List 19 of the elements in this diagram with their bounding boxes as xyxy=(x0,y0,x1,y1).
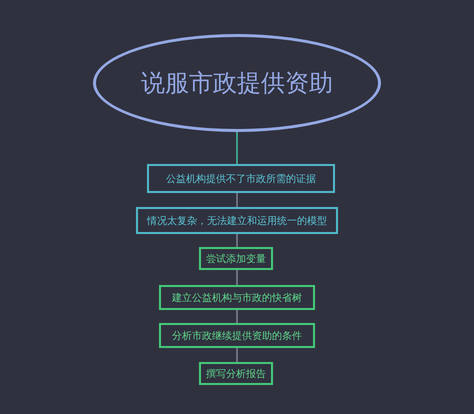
step-text: 说服市政提供资助 xyxy=(141,68,333,99)
step-box xyxy=(199,247,273,270)
connector-line xyxy=(236,234,238,247)
step-box xyxy=(159,285,315,310)
connector-line xyxy=(236,310,238,323)
connector-line xyxy=(236,132,238,164)
step-text: 情况太复杂，无法建立和运用统一的模型 xyxy=(147,214,327,228)
step-box xyxy=(136,207,338,234)
step-text: 分析市政继续提供资助的条件 xyxy=(172,330,302,342)
step-box xyxy=(159,323,315,348)
step-box xyxy=(147,164,335,193)
step-text: 撰写分析报告 xyxy=(206,368,266,380)
step-box xyxy=(199,362,273,385)
connector-line xyxy=(236,270,238,285)
connector-line xyxy=(236,193,238,207)
step-text: 尝试添加变量 xyxy=(206,252,266,266)
step-text: 公益机构提供不了市政所需的证据 xyxy=(166,172,316,186)
step-text: 建立公益机构与市政的快省树 xyxy=(172,292,302,304)
connector-line xyxy=(236,348,238,362)
